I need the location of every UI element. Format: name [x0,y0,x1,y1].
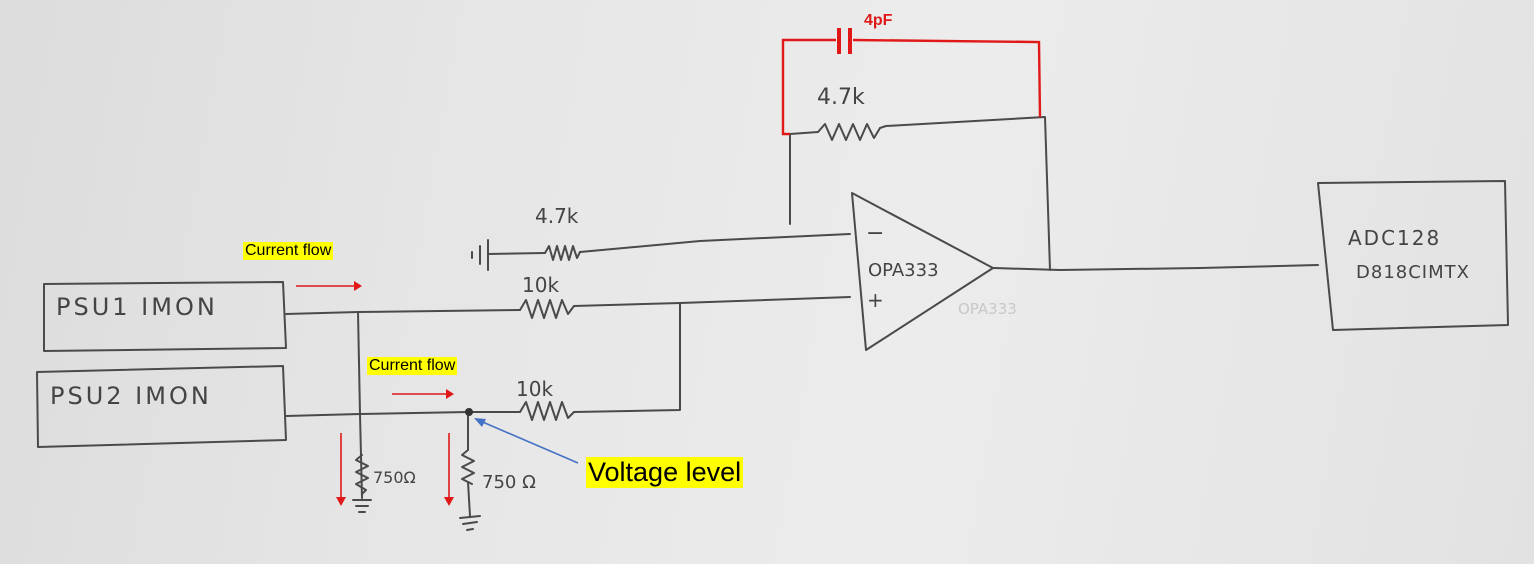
opamp-plus-sign: + [867,288,884,312]
ground-symbols [352,239,489,531]
opamp-symbol [851,192,994,351]
junction-dot [465,408,473,416]
psu2-label: PSU2 IMON [50,382,212,410]
opamp-minus-sign: − [866,221,884,246]
feedback-resistor-label: 4.7k [817,85,865,110]
shunt1-label: 750Ω [373,468,416,487]
psu1-label: PSU1 IMON [56,293,218,321]
voltage-pointer-arrow [474,418,579,464]
input-resistor-label: 4.7k [535,204,579,228]
adc-label-line2: D818CIMTX [1356,262,1470,283]
capacitor-label: 4pF [864,12,893,29]
wires [285,116,1319,517]
opamp-faint-label: OPA333 [958,300,1017,318]
psu1-box [43,281,287,352]
current-arrows [296,281,454,506]
adc-label-line1: ADC128 [1348,226,1441,250]
voltage-level-note: Voltage level [586,457,744,488]
current-flow-note-1: Current flow [243,242,334,260]
shunt2-label: 750 Ω [482,472,536,493]
opamp-label: OPA333 [868,260,939,281]
current-flow-note-2: Current flow [367,357,458,375]
capacitor-red-loop [781,28,1042,136]
resistor-symbols [355,123,887,495]
psu2-resistor-label: 10k [516,377,553,401]
psu2-box [36,365,287,448]
adc-box [1317,180,1509,331]
psu1-resistor-label: 10k [522,273,559,297]
